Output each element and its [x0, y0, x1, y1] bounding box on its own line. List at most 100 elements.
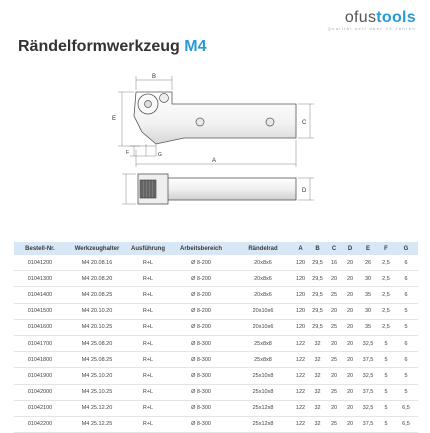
table-cell: 16: [326, 255, 342, 272]
col-header-g: G: [394, 242, 418, 255]
col-header-a: A: [292, 242, 309, 255]
mounting-hole-2: [265, 117, 275, 127]
table-cell: 5: [378, 384, 394, 401]
dim-label-d: D: [302, 188, 307, 194]
table-cell: Ø 8-200: [168, 286, 234, 304]
table-cell: 29,5: [309, 270, 326, 288]
table-cell: 122: [292, 351, 309, 369]
table-cell: 5: [394, 319, 418, 336]
table-cell: 120: [292, 270, 309, 288]
dim-label-a: A: [212, 158, 216, 164]
table-cell: M4 20.10.20: [66, 303, 128, 320]
table-cell: 32: [309, 416, 326, 433]
table-cell: 20: [326, 270, 342, 288]
table-cell: Ø 8-300: [168, 416, 234, 433]
brand-name: ofustools: [328, 10, 416, 26]
table-cell: 20: [342, 351, 358, 369]
table-cell: 01041800: [14, 351, 66, 369]
table-cell: 30: [358, 303, 378, 320]
table-cell: R+L: [128, 255, 168, 272]
dimension-b: [135, 76, 173, 90]
table-cell: 32: [309, 384, 326, 401]
table-cell: Ø 8-200: [168, 319, 234, 336]
table-cell: 120: [292, 286, 309, 304]
table-cell: M4 25.12.25: [66, 416, 128, 433]
table-cell: 01042100: [14, 400, 66, 417]
table-cell: Ø 8-300: [168, 335, 234, 353]
brand-name-part1: ofus: [344, 9, 377, 26]
table-cell: 01041400: [14, 286, 66, 304]
table-cell: 5: [378, 351, 394, 369]
table-cell: 01041900: [14, 367, 66, 385]
brand-name-part2: tools: [376, 9, 416, 26]
table-cell: 6,5: [394, 400, 418, 417]
table-cell: 32: [309, 335, 326, 353]
table-cell: 25x10x8: [234, 367, 292, 385]
table-cell: Ø 8-300: [168, 367, 234, 385]
table-cell: 20: [342, 335, 358, 353]
table-cell: 5: [378, 335, 394, 353]
table-cell: M4 25.10.25: [66, 384, 128, 401]
table-cell: 32,5: [358, 400, 378, 417]
table-cell: 120: [292, 319, 309, 336]
table-cell: 5: [394, 367, 418, 385]
table-cell: 25x8x8: [234, 335, 292, 353]
col-header-raendelrad: Rändelrad: [234, 242, 292, 255]
table-cell: R+L: [128, 367, 168, 385]
table-cell: 20: [326, 303, 342, 320]
table-cell: 20: [326, 367, 342, 385]
table-cell: 2,5: [378, 270, 394, 288]
table-cell: 35: [358, 319, 378, 336]
table-cell: 01041600: [14, 319, 66, 336]
table-cell: 01042200: [14, 416, 66, 433]
col-header-bestell-nr: Bestell-Nr.: [14, 242, 66, 255]
table-cell: R+L: [128, 416, 168, 433]
table-header-row: Bestell-Nr. Werkzeughalter Ausführung Ar…: [14, 242, 418, 255]
table-cell: 32: [309, 367, 326, 385]
table-cell: 6: [394, 255, 418, 272]
table-cell: 20x8x6: [234, 255, 292, 272]
table-cell: 25x12x8: [234, 400, 292, 417]
table-cell: 20: [342, 286, 358, 304]
table-cell: 5: [394, 303, 418, 320]
table-cell: R+L: [128, 286, 168, 304]
table-cell: 20x10x6: [234, 319, 292, 336]
col-header-f: F: [378, 242, 394, 255]
pivot-wheel-hub: [144, 100, 152, 108]
table-cell: 20: [342, 384, 358, 401]
table-cell: M4 25.08.25: [66, 351, 128, 369]
table-cell: Ø 8-300: [168, 384, 234, 401]
col-header-werkzeughalter: Werkzeughalter: [66, 242, 128, 255]
table-cell: 25: [326, 416, 342, 433]
table-cell: 35: [358, 286, 378, 304]
table-cell: 5: [394, 384, 418, 401]
table-cell: 122: [292, 400, 309, 417]
table-cell: R+L: [128, 400, 168, 417]
dim-label-f: F: [126, 150, 129, 156]
dimension-g: [145, 144, 157, 156]
table-cell: 32: [309, 351, 326, 369]
col-header-d: D: [342, 242, 358, 255]
table-cell: 29,5: [309, 255, 326, 272]
table-cell: 01042000: [14, 384, 66, 401]
table-cell: M4 25.08.20: [66, 335, 128, 353]
table-cell: 120: [292, 303, 309, 320]
table-cell: 26: [358, 255, 378, 272]
table-cell: Ø 8-200: [168, 255, 234, 272]
table-cell: M4 20.08.16: [66, 255, 128, 272]
table-cell: M4 25.10.20: [66, 367, 128, 385]
mounting-hole-1: [195, 117, 205, 127]
table-cell: 6: [394, 351, 418, 369]
table-cell: 37,5: [358, 416, 378, 433]
table-cell: M4 20.10.25: [66, 319, 128, 336]
table-cell: 2,5: [378, 319, 394, 336]
table-cell: 20: [326, 335, 342, 353]
table-cell: 6: [394, 286, 418, 304]
